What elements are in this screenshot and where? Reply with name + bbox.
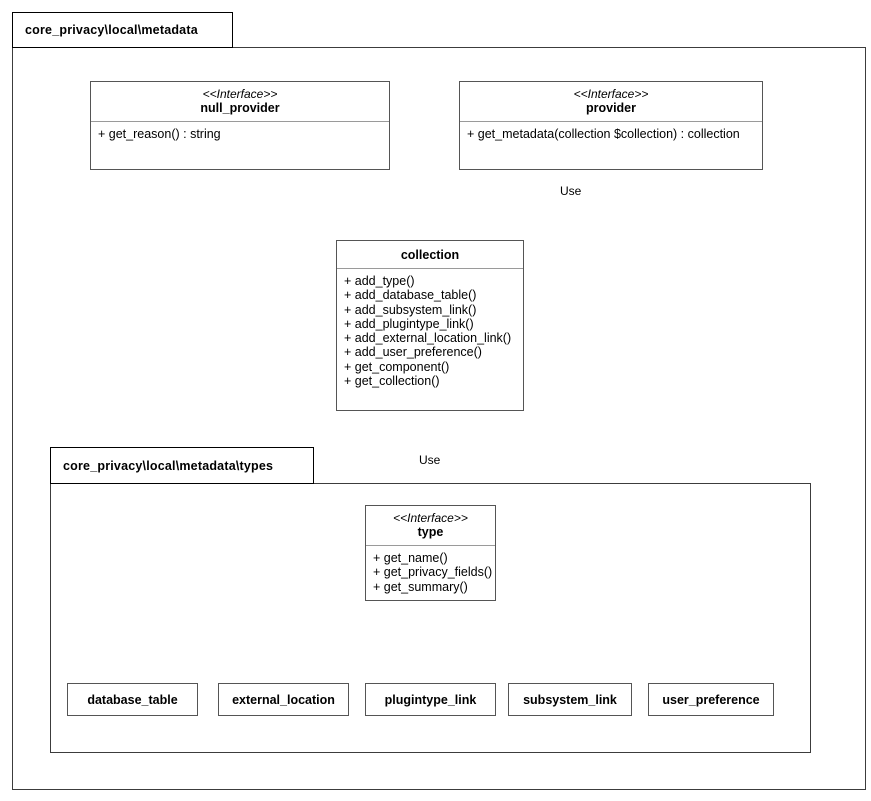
- class-member: + get_name(): [373, 551, 448, 565]
- class-name-external-location: external_location: [232, 692, 335, 707]
- class-divider-null-provider: [91, 121, 389, 122]
- class-box-provider[interactable]: <<Interface>> provider + get_metadata(co…: [459, 81, 763, 170]
- class-members-null-provider: + get_reason() : string: [91, 122, 389, 147]
- class-member: + add_subsystem_link(): [344, 302, 477, 317]
- class-member: + add_type(): [344, 274, 415, 288]
- class-box-user-preference[interactable]: user_preference: [648, 683, 774, 716]
- class-name-null-provider: null_provider: [200, 101, 280, 115]
- package-tab-core-privacy-local-metadata-types[interactable]: core_privacy\local\metadata\types: [50, 447, 314, 484]
- class-member: + get_reason() : string: [98, 127, 221, 141]
- class-member: + get_collection(): [344, 374, 440, 389]
- class-member: + get_metadata(collection $collection) :…: [467, 127, 740, 141]
- class-name-subsystem-link: subsystem_link: [523, 692, 617, 707]
- stereotype-null-provider: <<Interface>>: [202, 87, 278, 101]
- class-header-null-provider: <<Interface>> null_provider: [91, 82, 389, 121]
- package-label-inner: core_privacy\local\metadata\types: [63, 458, 274, 473]
- class-name-user-preference: user_preference: [662, 692, 760, 707]
- class-name-type: type: [417, 525, 444, 539]
- class-name-collection: collection: [400, 248, 460, 262]
- class-box-subsystem-link[interactable]: subsystem_link: [508, 683, 632, 716]
- class-box-external-location[interactable]: external_location: [218, 683, 349, 716]
- stereotype-provider: <<Interface>>: [573, 87, 649, 101]
- class-box-database-table[interactable]: database_table: [67, 683, 198, 716]
- class-member: + get_summary(): [373, 579, 468, 594]
- class-box-collection[interactable]: collection + add_type() + add_database_t…: [336, 240, 524, 411]
- class-box-plugintype-link[interactable]: plugintype_link: [365, 683, 496, 716]
- class-member: + add_database_table(): [344, 288, 477, 303]
- package-label-outer: core_privacy\local\metadata: [25, 23, 198, 37]
- class-box-type[interactable]: <<Interface>> type + get_name() + get_pr…: [365, 505, 496, 601]
- class-box-null-provider[interactable]: <<Interface>> null_provider + get_reason…: [90, 81, 390, 170]
- class-members-type: + get_name() + get_privacy_fields() + ge…: [366, 546, 495, 600]
- class-name-provider: provider: [585, 101, 636, 115]
- class-member: + get_privacy_fields(): [373, 565, 493, 580]
- class-members-collection: + add_type() + add_database_table() + ad…: [337, 269, 523, 394]
- class-name-plugintype-link: plugintype_link: [384, 692, 477, 707]
- class-members-provider: + get_metadata(collection $collection) :…: [460, 122, 762, 147]
- class-divider-provider: [460, 121, 762, 122]
- stereotype-type: <<Interface>>: [393, 511, 468, 525]
- class-member: + add_external_location_link(): [344, 331, 512, 346]
- edge-label-use-collection-type: Use: [417, 453, 443, 467]
- edge-label-use-provider-collection: Use: [558, 184, 584, 198]
- class-header-collection: collection: [337, 241, 523, 268]
- class-header-provider: <<Interface>> provider: [460, 82, 762, 121]
- class-member: + add_plugintype_link(): [344, 316, 474, 331]
- package-tab-core-privacy-local-metadata[interactable]: core_privacy\local\metadata: [12, 12, 233, 48]
- class-member: + add_user_preference(): [344, 345, 482, 360]
- class-divider-collection: [337, 268, 523, 269]
- class-name-database-table: database_table: [87, 692, 178, 707]
- class-header-type: <<Interface>> type: [366, 506, 495, 545]
- class-member: + get_component(): [344, 359, 450, 374]
- class-divider-type: [366, 545, 495, 546]
